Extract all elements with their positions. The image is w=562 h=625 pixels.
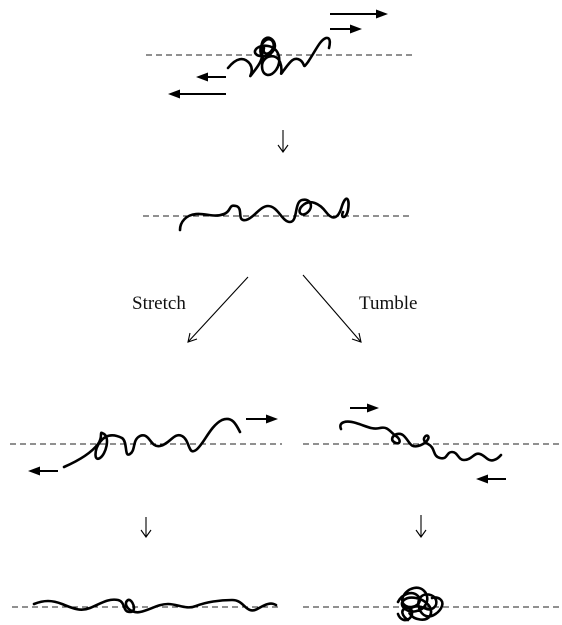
stretch-final-stage [12, 598, 282, 614]
stretch-stage-stretching [10, 414, 282, 476]
partially-extended-chain [178, 197, 350, 232]
step-arrow-down-tumble [415, 515, 427, 538]
stretch-label: Stretch [132, 293, 186, 314]
shear-arrow-left [28, 466, 58, 476]
recoiled-chain-loop [396, 606, 414, 622]
fully-stretched-chain [32, 598, 278, 614]
recoiled-chain [396, 586, 444, 621]
shear-arrow-left-long [168, 89, 226, 99]
shear-arrow-right [350, 403, 379, 413]
step-arrow-down-stretch [140, 517, 152, 538]
shear-arrow-left [476, 474, 506, 484]
tumble-label: Tumble [359, 293, 417, 314]
stretching-chain [62, 417, 242, 469]
step-arrow-down-1 [277, 130, 289, 153]
branch-arrow-stretch [187, 276, 249, 343]
coiled-polymer-chain [226, 36, 332, 78]
shear-arrow-right-long [330, 9, 388, 19]
chain-loop [259, 38, 275, 62]
stage-coiled-chain [146, 9, 416, 99]
tumble-final-stage [303, 586, 560, 622]
branch-arrow-tumble [302, 274, 362, 343]
tumbling-chain [339, 420, 503, 462]
shear-arrow-left-short [196, 72, 226, 82]
stage-extended-chain [143, 197, 410, 232]
shear-arrow-right [246, 414, 278, 424]
shear-arrow-right-short [330, 24, 362, 34]
tumble-stage-tumbling [303, 403, 560, 484]
